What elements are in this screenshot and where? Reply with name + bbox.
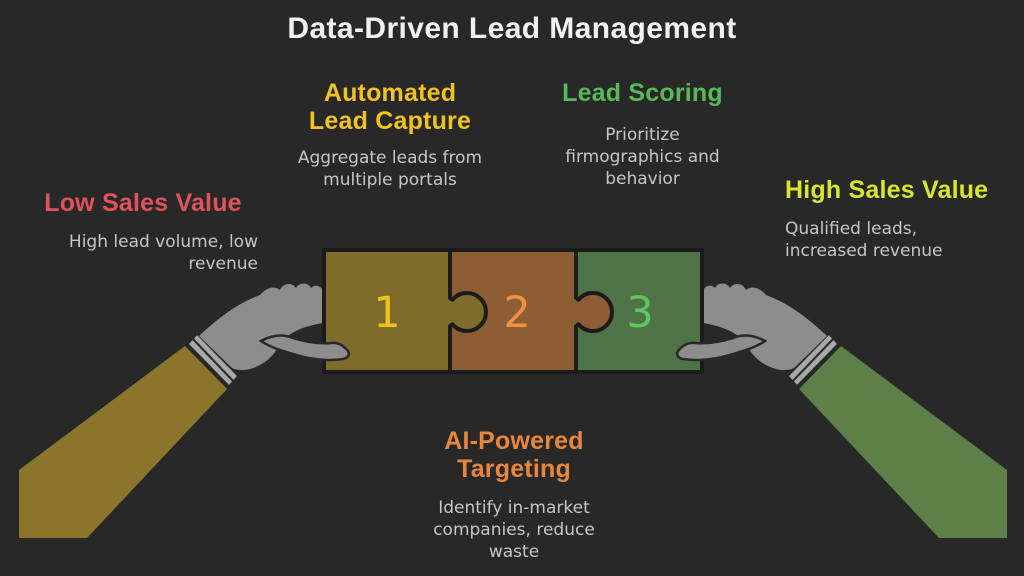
low-sales-value-title: Low Sales Value (44, 189, 242, 217)
puzzle-number-1: 1 (373, 288, 400, 338)
step-1-description-line-2: multiple portals (323, 170, 457, 190)
step-3-description-line-3: behavior (605, 169, 680, 189)
step-3-description-line-2: firmographics and (565, 147, 720, 167)
high-sales-value-description: Qualified leads, increased revenue (785, 218, 1000, 262)
page-title: Data-Driven Lead Management (287, 12, 737, 45)
right-sleeve-shape (799, 346, 1007, 538)
right-hand-shape (697, 283, 827, 371)
left-hand-shape (199, 283, 329, 371)
step-2-description-line-3: waste (488, 542, 540, 562)
high-sales-value-title: High Sales Value (785, 176, 989, 204)
step-3-label: Lead Scoring (535, 79, 750, 107)
left-sleeve-shape (19, 346, 227, 538)
high-sales-description-line-2: increased revenue (785, 241, 943, 261)
step-3-label-line-1: Lead Scoring (562, 79, 723, 107)
step-1-description-line-1: Aggregate leads from (297, 148, 483, 168)
low-sales-description-line-1: High lead volume, low (68, 232, 258, 252)
step-1-label-line-1: Automated (323, 79, 457, 107)
right-thumb-shape (675, 334, 768, 362)
puzzle-number-3: 3 (626, 288, 653, 338)
low-sales-description-line-2: revenue (188, 254, 258, 274)
step-2-description-line-1: Identify in-market (438, 498, 590, 518)
puzzle-number-2: 2 (503, 288, 530, 338)
step-1-description: Aggregate leads from multiple portals (280, 147, 500, 191)
step-2-label-line-2: Targeting (457, 455, 571, 483)
step-3-description: Prioritize firmographics and behavior (535, 124, 750, 190)
left-cuff-seam (191, 337, 235, 383)
step-2-label: AI-Powered Targeting (400, 427, 628, 483)
step-1-label: Automated Lead Capture (280, 79, 500, 135)
puzzle-piece-1 (322, 248, 488, 374)
step-2-description-line-2: companies, reduce (433, 520, 595, 540)
left-thumb-shape (258, 334, 351, 362)
step-2-label-line-1: AI-Powered (444, 427, 584, 455)
step-2-description: Identify in-market companies, reduce was… (400, 497, 628, 563)
step-3-description-line-1: Prioritize (605, 125, 680, 145)
right-cuff-seam (791, 337, 835, 383)
puzzle-piece-2 (448, 248, 614, 374)
low-sales-value-description: High lead volume, low revenue (28, 231, 258, 275)
step-1-label-line-2: Lead Capture (308, 107, 472, 135)
high-sales-description-line-1: Qualified leads, (785, 219, 918, 239)
